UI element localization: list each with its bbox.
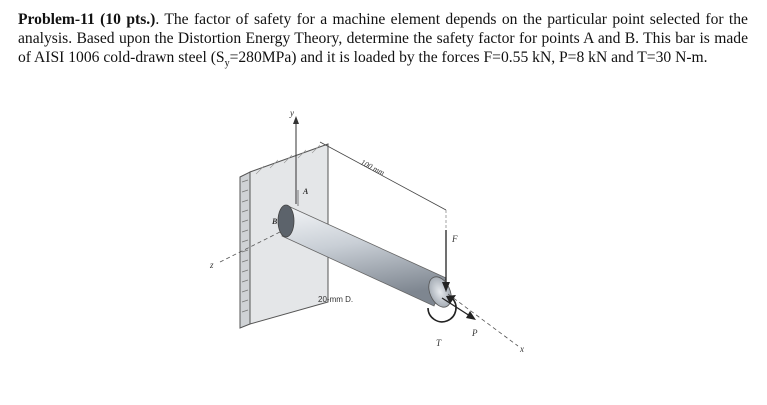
x-axis-line <box>447 293 519 347</box>
problem-heading: Problem-11 (10 pts.) <box>18 11 156 28</box>
torque-t-arrow <box>427 297 457 323</box>
length-label: 100 mm <box>359 158 386 178</box>
problem-text-2: =280MPa) and it is loaded by the forces … <box>229 49 708 66</box>
diameter-label: 20-mm D. <box>318 295 353 304</box>
length-dimension-line <box>319 141 447 211</box>
x-axis-label: x <box>519 344 524 354</box>
problem-text-1: . The factor of safety for a machine ele… <box>18 11 748 66</box>
y-axis-label: y <box>289 108 294 118</box>
yield-subscript: y <box>224 58 230 70</box>
force-f-label: F <box>451 234 458 244</box>
problem-statement: Problem-11 (10 pts.). The factor of safe… <box>18 10 748 73</box>
bar-figure: y z x 100 mm A B F P T 20-mm D. <box>209 108 524 354</box>
point-a-label: A <box>302 187 309 196</box>
torque-t-label: T <box>436 338 442 348</box>
z-axis-line <box>219 227 289 263</box>
force-p-label: P <box>471 328 478 338</box>
point-b-label: B <box>271 217 278 226</box>
z-axis-label: z <box>209 260 214 270</box>
